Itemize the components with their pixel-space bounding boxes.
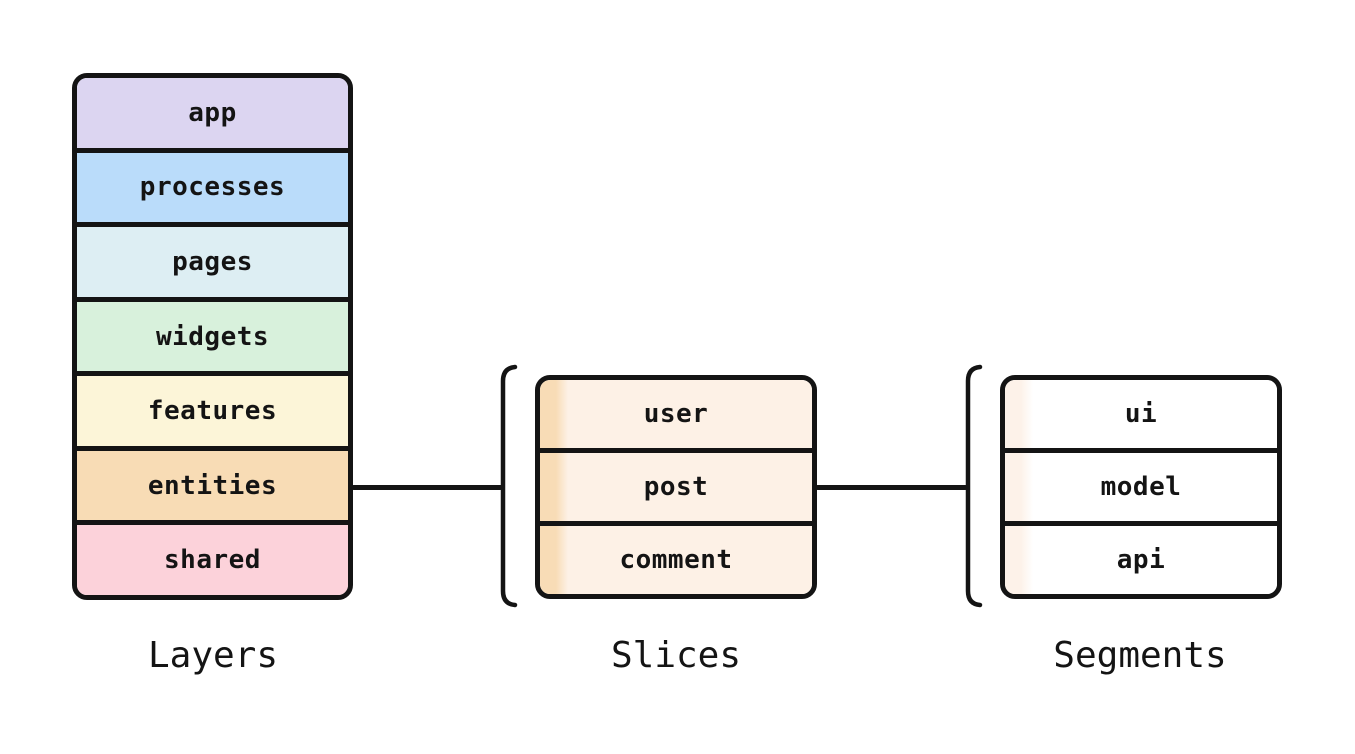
- slice-label-post: post: [643, 472, 709, 502]
- segment-label-ui: ui: [1124, 399, 1158, 429]
- layer-row-shared: shared: [77, 520, 348, 595]
- layer-row-app: app: [77, 78, 348, 148]
- layer-label-pages: pages: [172, 246, 253, 277]
- layer-row-entities: entities: [77, 445, 348, 521]
- segments-bracket-icon: [965, 364, 983, 608]
- layer-row-features: features: [77, 371, 348, 446]
- slice-label-comment: comment: [619, 545, 733, 575]
- segment-row-model: model: [1005, 448, 1277, 521]
- slice-row-comment: comment: [540, 521, 812, 594]
- segment-row-api: api: [1005, 521, 1277, 594]
- layer-label-widgets: widgets: [155, 321, 270, 352]
- layers-caption: Layers: [147, 635, 279, 676]
- layers-box: app processes pages widgets features ent…: [72, 73, 353, 600]
- segments-caption: Segments: [1053, 635, 1227, 676]
- segment-label-api: api: [1116, 545, 1166, 575]
- layer-row-widgets: widgets: [77, 296, 348, 372]
- slices-bracket-icon: [500, 364, 518, 608]
- slice-row-post: post: [540, 448, 812, 521]
- layer-row-pages: pages: [77, 222, 348, 297]
- segment-label-model: model: [1100, 472, 1182, 502]
- connector-slices-segments: [815, 485, 968, 490]
- layer-label-processes: processes: [139, 172, 286, 203]
- layer-label-shared: shared: [164, 545, 261, 576]
- layer-label-entities: entities: [147, 470, 278, 501]
- layer-label-features: features: [147, 396, 278, 427]
- layer-label-app: app: [188, 97, 237, 128]
- slices-caption: Slices: [610, 635, 742, 676]
- connector-layers-slices: [351, 485, 503, 490]
- segment-row-ui: ui: [1005, 380, 1277, 448]
- slice-row-user: user: [540, 380, 812, 448]
- layer-row-processes: processes: [77, 147, 348, 223]
- slice-label-user: user: [643, 399, 709, 429]
- segments-box: ui model api: [1000, 375, 1282, 599]
- slices-box: user post comment: [535, 375, 817, 599]
